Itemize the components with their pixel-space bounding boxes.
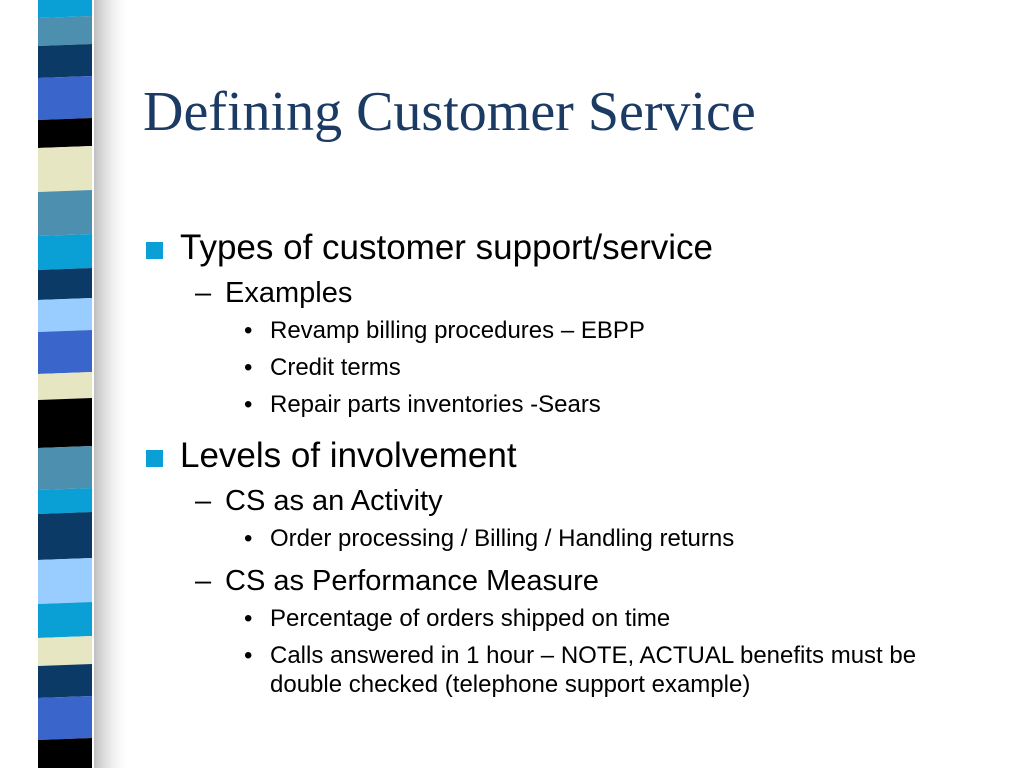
- square-bullet-icon: [146, 242, 163, 259]
- bullet-level3-text: Percentage of orders shipped on time: [270, 605, 671, 632]
- bullet-level3-text: Repair parts inventories -Sears: [270, 391, 601, 418]
- dot-bullet-icon: •: [244, 317, 253, 344]
- bullet-level3-text: Credit terms: [270, 354, 401, 381]
- dot-bullet-icon: •: [244, 391, 253, 418]
- bullet-level3: • Order processing / Billing / Handling …: [140, 524, 1000, 553]
- bullet-level3-text: Calls answered in 1 hour – NOTE, ACTUAL …: [270, 642, 917, 698]
- bullet-level3: • Repair parts inventories -Sears: [140, 390, 1000, 419]
- slide-title: Defining Customer Service: [143, 81, 756, 143]
- bullet-level3: • Credit terms: [140, 353, 1000, 382]
- bullet-level2-text: Examples: [225, 277, 353, 309]
- dot-bullet-icon: •: [244, 354, 253, 381]
- bullet-level1-text: Levels of involvement: [180, 436, 517, 475]
- bullet-level3: • Revamp billing procedures – EBPP: [140, 316, 1000, 345]
- bullet-level3-text: Order processing / Billing / Handling re…: [270, 525, 735, 552]
- dot-bullet-icon: •: [244, 525, 253, 552]
- bullet-level3: • Percentage of orders shipped on time: [140, 604, 1000, 633]
- bullet-level2: – Examples: [140, 273, 1000, 314]
- dash-bullet-icon: –: [195, 485, 212, 517]
- bullet-level1: Levels of involvement: [140, 431, 1000, 481]
- bullet-list: Types of customer support/service – Exam…: [140, 223, 1000, 707]
- bullet-level1-text: Types of customer support/service: [180, 228, 713, 267]
- bullet-level2-text: CS as an Activity: [225, 485, 443, 517]
- bullet-level3-text: Revamp billing procedures – EBPP: [270, 317, 645, 344]
- decorative-stripe-bar: [0, 0, 132, 768]
- dash-bullet-icon: –: [195, 565, 212, 597]
- bullet-level3: • Calls answered in 1 hour – NOTE, ACTUA…: [140, 641, 960, 699]
- dash-bullet-icon: –: [195, 277, 212, 309]
- bullet-level2: – CS as Performance Measure: [140, 561, 1000, 602]
- bullet-level2: – CS as an Activity: [140, 481, 1000, 522]
- dot-bullet-icon: •: [244, 642, 253, 669]
- bullet-level2-text: CS as Performance Measure: [225, 565, 599, 597]
- bullet-level1: Types of customer support/service: [140, 223, 1000, 273]
- square-bullet-icon: [146, 450, 163, 467]
- dot-bullet-icon: •: [244, 605, 253, 632]
